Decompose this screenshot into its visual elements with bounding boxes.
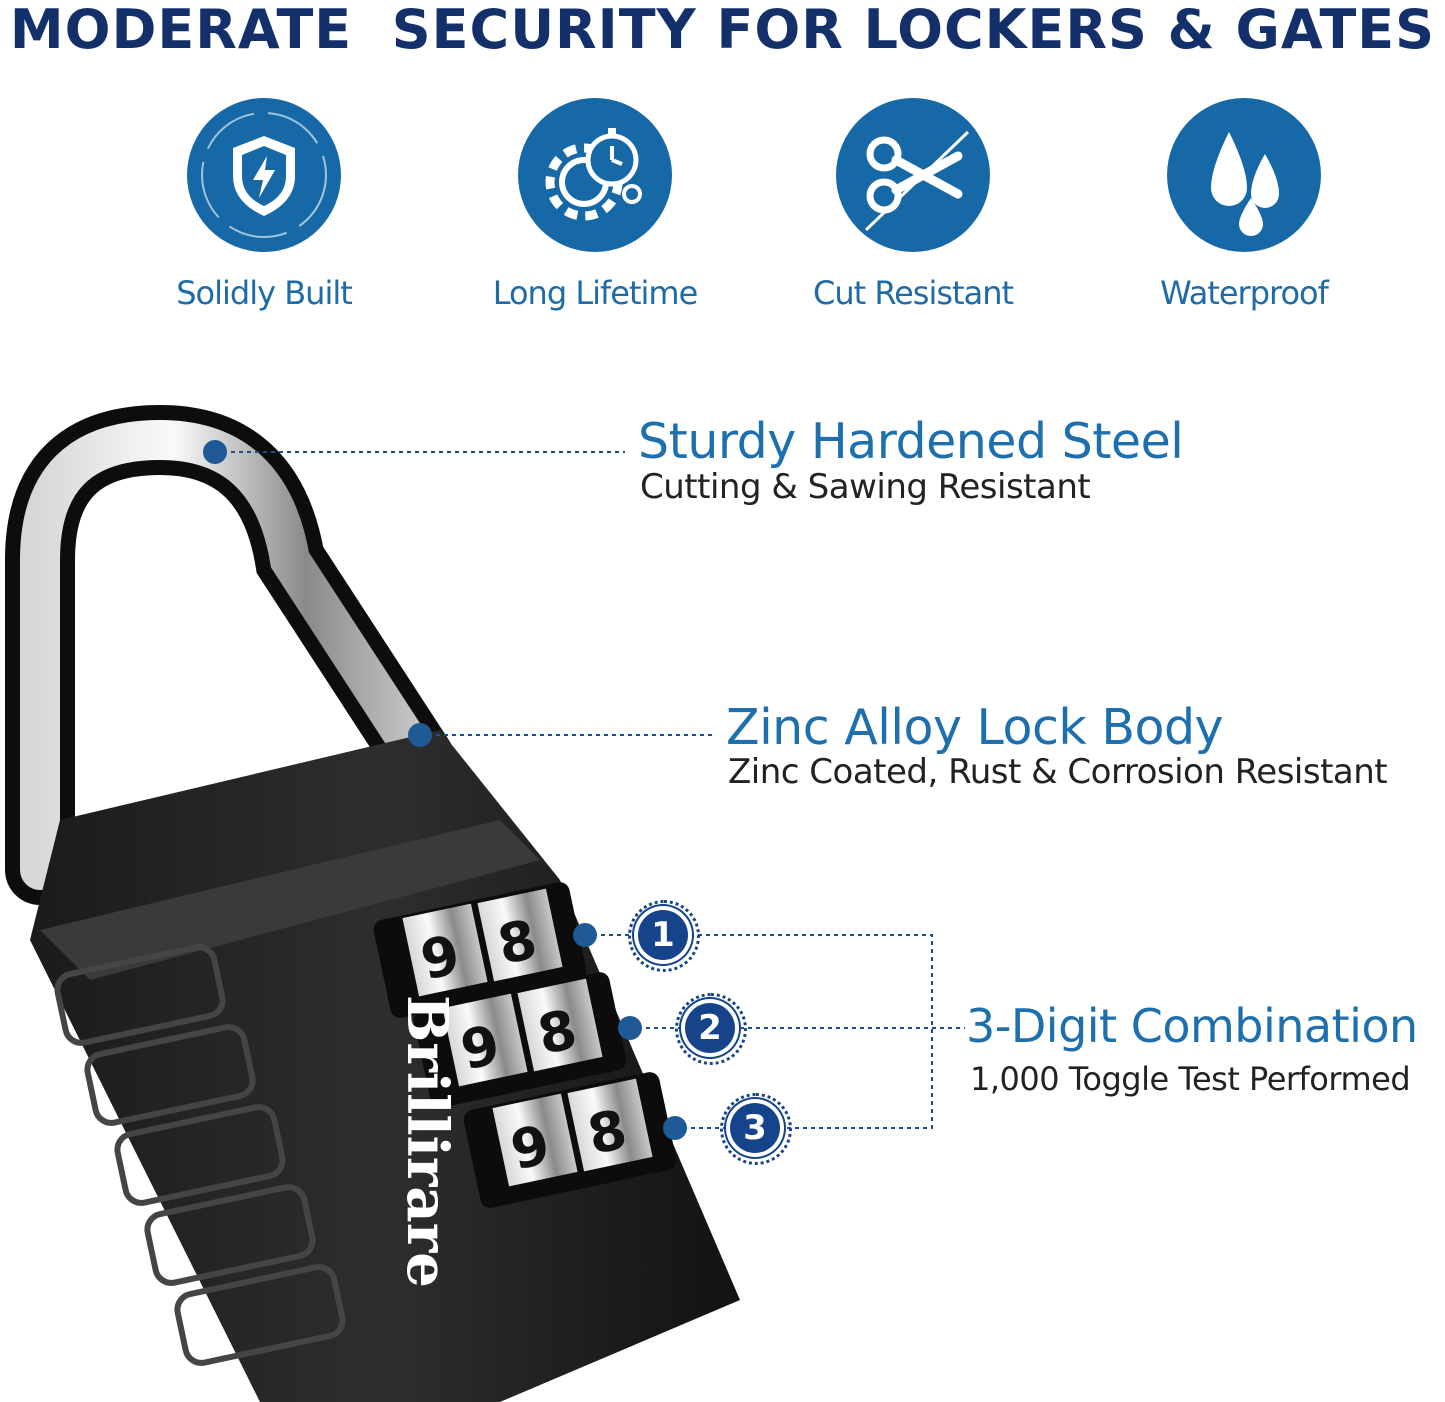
feature-long-lifetime: Long Lifetime bbox=[465, 98, 725, 312]
dial-badge-3: 3 bbox=[720, 1093, 792, 1165]
feature-cut-resistant: Cut Resistant bbox=[783, 98, 1043, 312]
shield-lightning-icon bbox=[187, 98, 341, 252]
callout-title-steel: Sturdy Hardened Steel bbox=[638, 413, 1184, 470]
feature-label: Cut Resistant bbox=[812, 274, 1014, 312]
feature-label: Waterproof bbox=[1160, 274, 1329, 312]
callout-title-combination: 3-Digit Combination bbox=[966, 999, 1418, 1053]
water-drops-icon bbox=[1167, 98, 1321, 252]
feature-label: Solidly Built bbox=[176, 274, 353, 312]
callout-subtitle-combination: 1,000 Toggle Test Performed bbox=[970, 1060, 1411, 1098]
feature-label: Long Lifetime bbox=[492, 274, 699, 312]
scissors-icon bbox=[836, 98, 990, 252]
brand-logo-text: Brillirare bbox=[394, 995, 460, 1288]
dial-badge-2: 2 bbox=[675, 993, 747, 1065]
callout-subtitle-steel: Cutting & Sawing Resistant bbox=[640, 467, 1091, 507]
callout-title-body: Zinc Alloy Lock Body bbox=[726, 699, 1224, 756]
page-headline: MODERATE SECURITY FOR LOCKERS & GATES bbox=[9, 0, 1436, 61]
feature-waterproof: Waterproof bbox=[1114, 98, 1374, 312]
callout-subtitle-body: Zinc Coated, Rust & Corrosion Resistant bbox=[728, 752, 1388, 792]
gears-stopwatch-icon bbox=[518, 98, 672, 252]
dial-badge-1: 1 bbox=[628, 900, 700, 972]
feature-solidly-built: Solidly Built bbox=[134, 98, 394, 312]
